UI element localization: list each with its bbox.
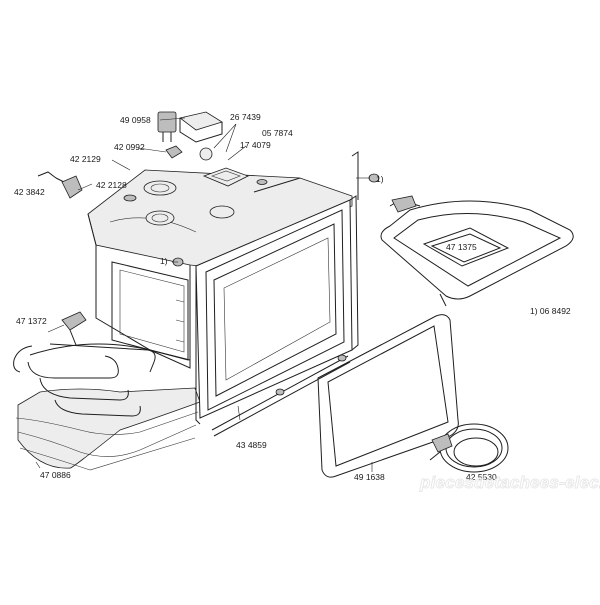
label-057874: 05 7874: [262, 128, 293, 138]
label-422128: 42 2128: [96, 180, 127, 190]
label-ring-heater: 42 5530: [466, 472, 497, 482]
bottom-heater-assembly: [13, 311, 201, 471]
label-note1-right: 1): [376, 174, 384, 184]
label-471372: 47 1372: [16, 316, 47, 326]
label-068492: 1) 06 8492: [530, 306, 571, 316]
oven-cavity: [87, 167, 353, 369]
part-labels: 49 0958 26 7439 42 0992 05 7874 17 4079 …: [14, 112, 571, 482]
label-422129: 42 2129: [70, 154, 101, 164]
door-seal: [211, 314, 459, 478]
ring-heater: [429, 423, 509, 473]
watermark: piecesdetachees-elec.com: [419, 473, 600, 492]
label-471375: 47 1375: [446, 242, 477, 252]
label-470886: 47 0886: [40, 470, 71, 480]
label-491638: 49 1638: [354, 472, 385, 482]
grill-element: [380, 195, 574, 307]
label-note1-left: 1): [160, 256, 168, 266]
label-420992: 42 0992: [114, 142, 145, 152]
label-174079: 17 4079: [240, 140, 271, 150]
leader-lines: [35, 117, 373, 472]
label-423842: 42 3842: [14, 187, 45, 197]
label-490958: 49 0958: [120, 115, 151, 125]
front-frame: [195, 151, 359, 425]
label-434859: 43 4859: [236, 440, 267, 450]
label-267439: 26 7439: [230, 112, 261, 122]
top-components: [37, 111, 380, 267]
